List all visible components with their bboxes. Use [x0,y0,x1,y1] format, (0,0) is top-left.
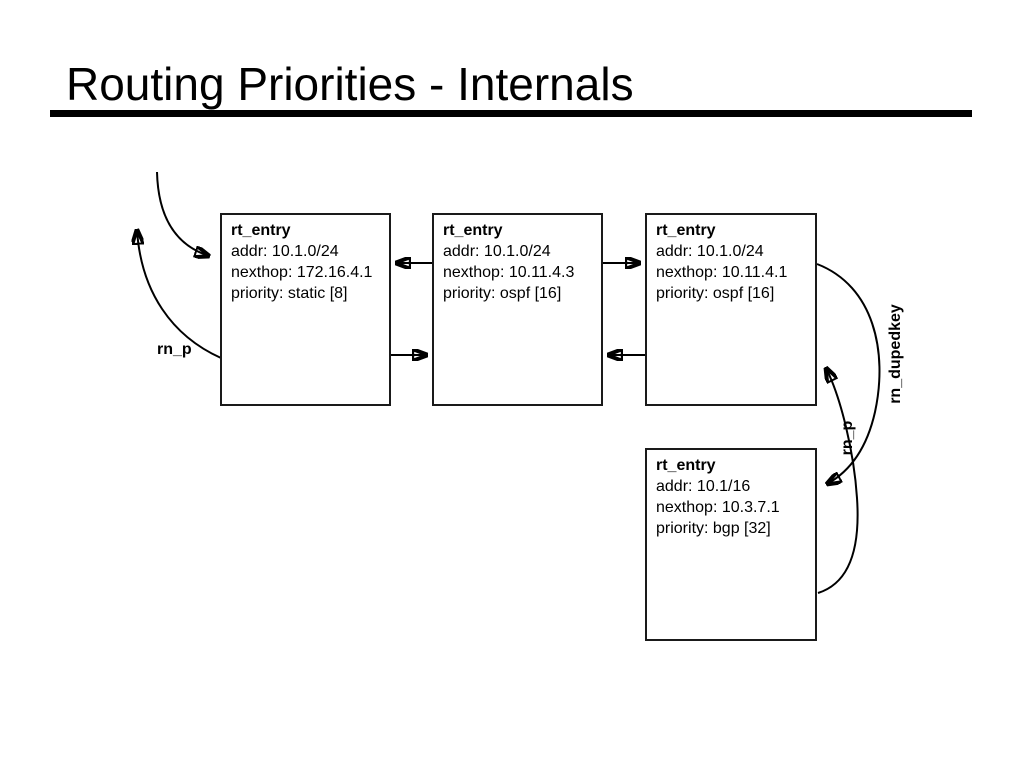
node-nexthop: nexthop: 172.16.4.1 [231,264,373,281]
label-rn-p-right: rn_p [839,420,856,456]
node-addr: addr: 10.1/16 [656,478,751,495]
rt-entry-node-1: rt_entry addr: 10.1.0/24 nexthop: 172.16… [220,213,391,406]
label-rn-p-left: rn_p [157,341,192,358]
node-nexthop: nexthop: 10.11.4.3 [443,264,575,281]
node-priority: priority: ospf [16] [443,285,562,302]
node-nexthop: nexthop: 10.3.7.1 [656,499,780,516]
page-title: Routing Priorities - Internals [66,58,634,110]
arrow-rn-p-right-icon [817,368,859,594]
node-struct-name: rt_entry [231,222,291,239]
arrow-rn-dupedkey-icon [816,263,881,484]
rt-entry-node-2: rt_entry addr: 10.1.0/24 nexthop: 10.11.… [432,213,603,406]
label-rn-dupedkey: rn_dupedkey [887,304,904,404]
node-addr: addr: 10.1.0/24 [231,243,339,260]
rt-entry-node-4: rt_entry addr: 10.1/16 nexthop: 10.3.7.1… [645,448,817,641]
node-priority: priority: ospf [16] [656,285,775,302]
node-addr: addr: 10.1.0/24 [443,243,551,260]
rt-entry-node-3: rt_entry addr: 10.1.0/24 nexthop: 10.11.… [645,213,817,406]
node-priority: priority: static [8] [231,285,348,302]
arrow-external-in-icon [156,171,209,256]
arrow-rn-p-left-icon [137,230,222,359]
title-underline [50,110,972,117]
node-struct-name: rt_entry [656,222,716,239]
node-struct-name: rt_entry [443,222,503,239]
node-nexthop: nexthop: 10.11.4.1 [656,264,788,281]
node-struct-name: rt_entry [656,457,716,474]
node-priority: priority: bgp [32] [656,520,771,537]
node-addr: addr: 10.1.0/24 [656,243,764,260]
